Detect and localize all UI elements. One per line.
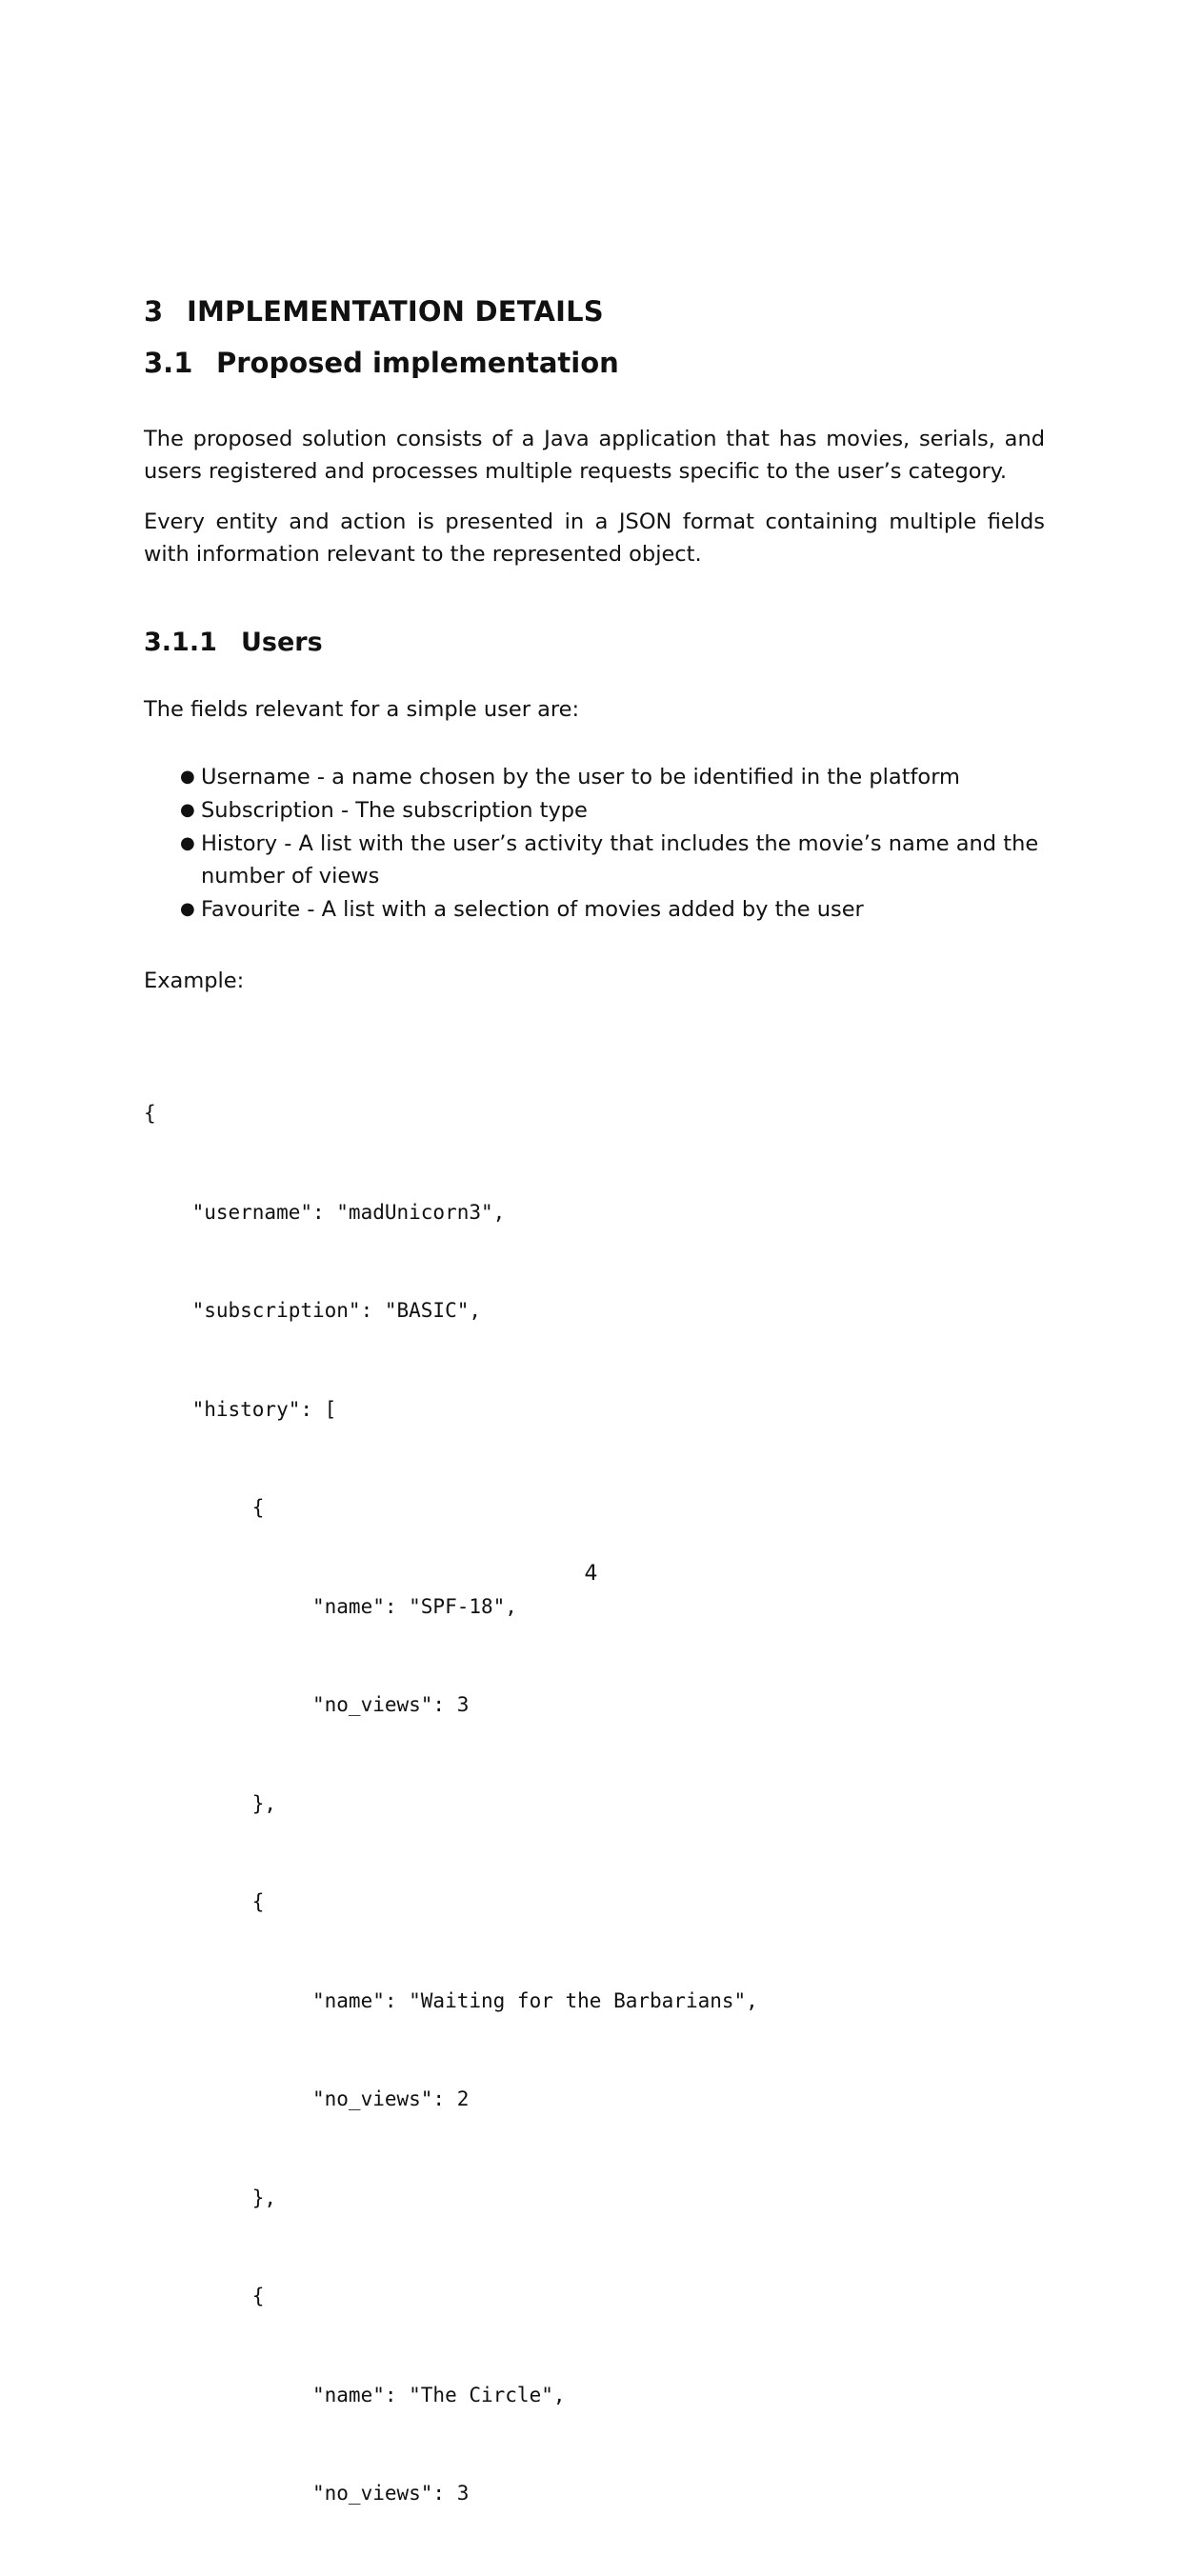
list-item: ● Favourite - A list with a selection of … (144, 893, 1045, 926)
code-line: "history": [ (144, 1397, 337, 1421)
code-line: "name": "The Circle", (144, 2383, 566, 2406)
paragraph-solution: The proposed solution consists of a Java… (144, 427, 1045, 484)
bullet-icon: ● (180, 833, 195, 853)
code-line: }, (144, 2186, 277, 2209)
field-list: ● Username - a name chosen by the user to… (144, 761, 1045, 927)
list-item: ● Username - a name chosen by the user to… (144, 761, 1045, 793)
code-line: "subscription": "BASIC", (144, 1299, 482, 1322)
subsection-number: 3.1 (144, 347, 193, 379)
section-number: 3 (144, 295, 164, 328)
list-item-text: History - A list with the user’s activit… (201, 831, 1039, 889)
subsubsection-number: 3.1.1 (144, 628, 217, 657)
subsection-title: Proposed implementation (216, 347, 619, 379)
bullet-icon: ● (180, 899, 195, 919)
code-line: { (144, 2285, 265, 2307)
section-heading: 3 IMPLEMENTATION DETAILS (144, 295, 604, 328)
list-item-text: Username - a name chosen by the user to … (201, 765, 960, 789)
subsubsection-title: Users (241, 628, 323, 657)
list-item-text: Subscription - The subscription type (201, 798, 588, 823)
code-line: "username": "madUnicorn3", (144, 1200, 506, 1224)
code-line: { (144, 1102, 156, 1125)
paragraph-json-format: Every entity and action is presented in … (144, 509, 1045, 567)
bullet-icon: ● (180, 767, 195, 787)
example-label: Example: (144, 968, 245, 993)
code-line: "no_views": 3 (144, 1693, 470, 1716)
document-page: 3 IMPLEMENTATION DETAILS 3.1 Proposed impl… (144, 295, 1045, 2505)
list-item: ● History - A list with the user’s activi… (144, 828, 1045, 892)
section-title: IMPLEMENTATION DETAILS (187, 295, 604, 328)
subsection-heading: 3.1 Proposed implementation (144, 347, 619, 379)
list-item: ● Subscription - The subscription type (144, 794, 1045, 827)
code-line: { (144, 1496, 265, 1519)
subsubsection-heading: 3.1.1 Users (144, 628, 323, 657)
page-number: 4 (584, 1562, 598, 1586)
code-line: { (144, 1890, 265, 1913)
list-item-text: Favourite - A list with a selection of m… (201, 897, 864, 922)
json-code-block: { "username": "madUnicorn3", "subscripti… (144, 1031, 758, 2576)
bullet-icon: ● (180, 800, 195, 820)
code-line: "name": "SPF-18", (144, 1594, 517, 1618)
code-line: "no_views": 3 (144, 2482, 470, 2505)
code-line: "name": "Waiting for the Barbarians", (144, 1988, 758, 2012)
code-line: "no_views": 2 (144, 2087, 470, 2110)
fields-intro: The fields relevant for a simple user ar… (144, 697, 580, 722)
code-line: }, (144, 1791, 277, 1815)
